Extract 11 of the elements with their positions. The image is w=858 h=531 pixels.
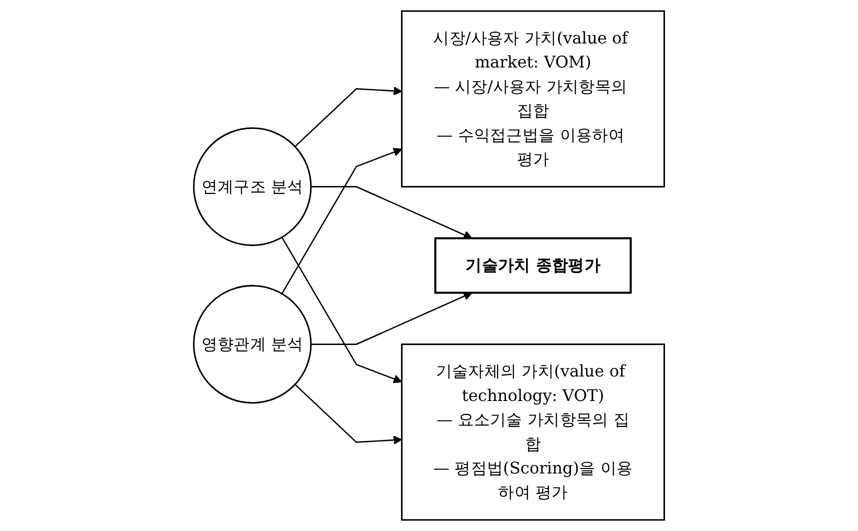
node-box: 기술가치 종합평가 <box>434 237 632 294</box>
node-circle: 연계구조 분석 <box>193 127 312 246</box>
node-circle: 영향관계 분석 <box>193 284 312 404</box>
arrow <box>281 148 402 294</box>
arrow <box>310 186 472 240</box>
arrow <box>294 86 402 148</box>
arrow <box>294 384 402 444</box>
arrow <box>310 292 472 345</box>
node-box: 시장/사용자 가치(value of market: VOM) — 시장/사용자 가치항목의 집합 — 수익접근법을 이용하여 평가 <box>401 10 665 188</box>
arrow <box>281 236 402 384</box>
node-box: 기술자체의 가치(value of technology: VOT) — 요소기술 가치항목의 집합 — 평점법(Scoring)을 이용하여 평가 <box>401 344 665 521</box>
